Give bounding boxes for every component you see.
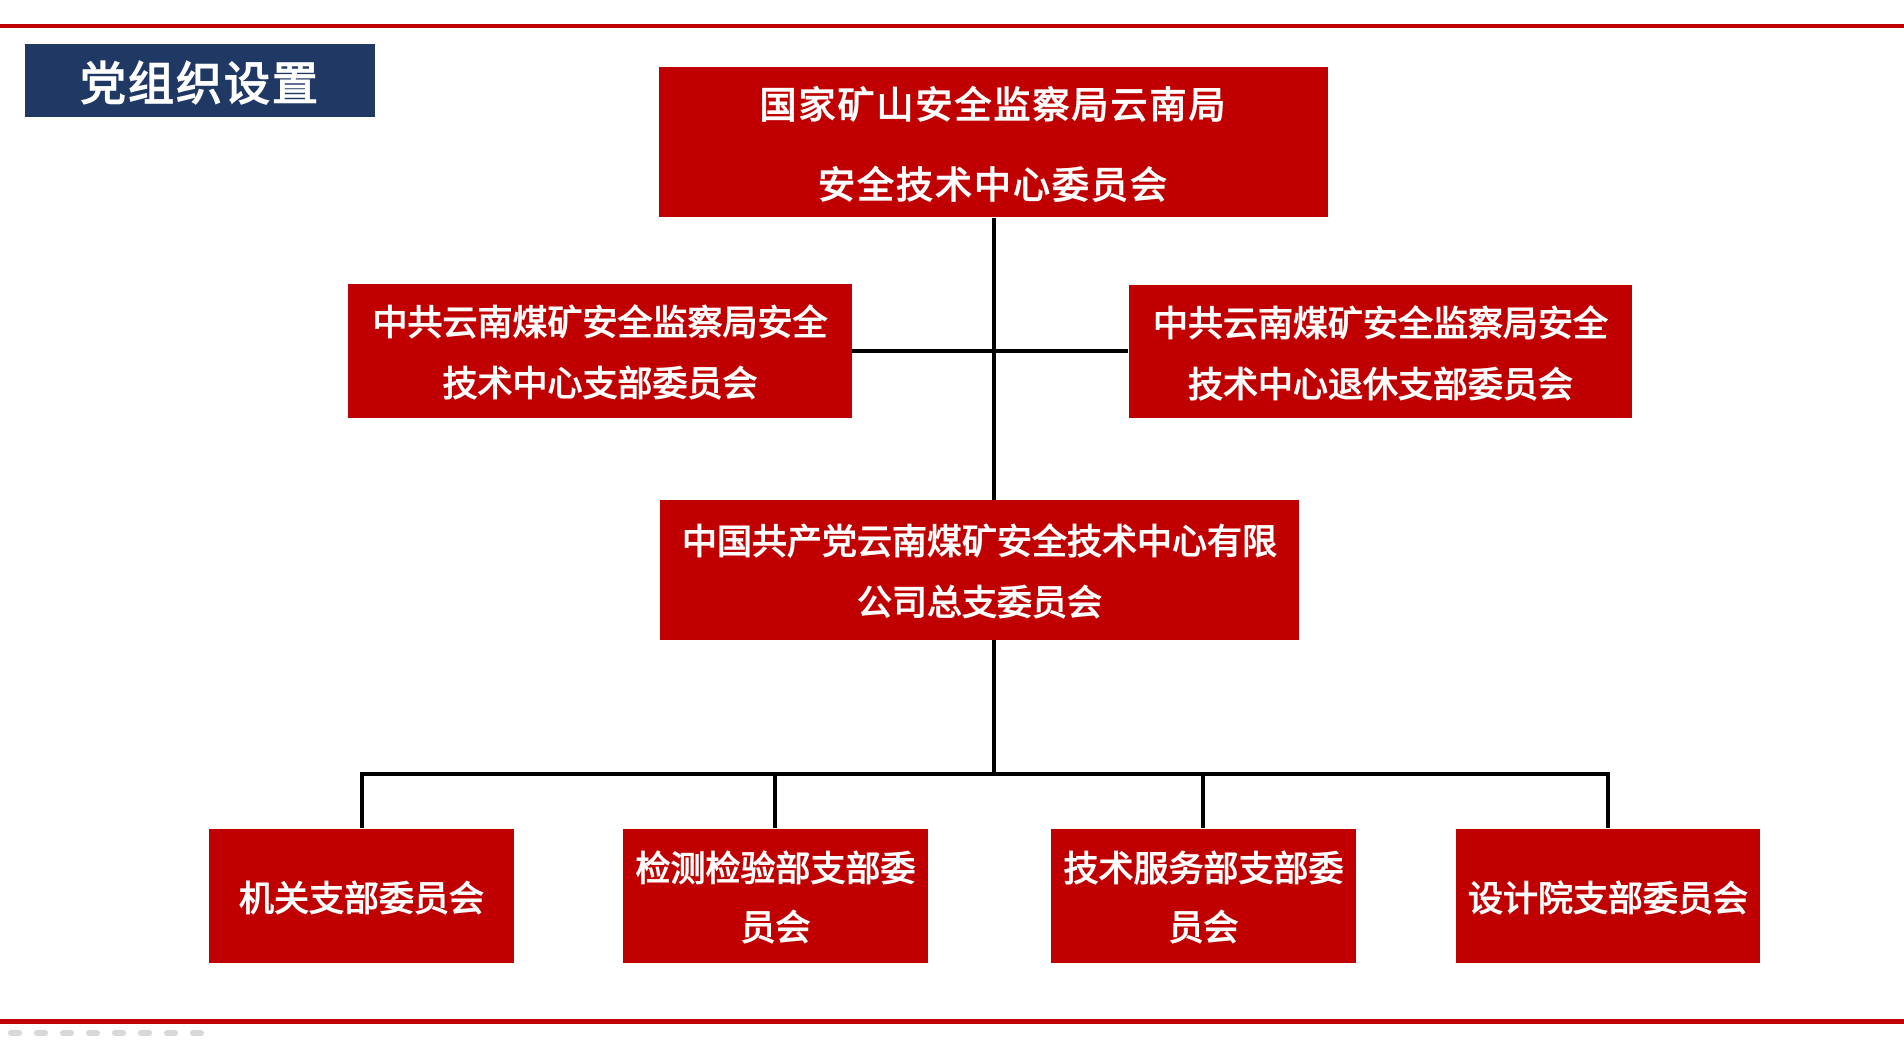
org-node-child-3-line1: 技术服务部支部委 xyxy=(1063,849,1344,890)
org-node-child-2-line2: 员会 xyxy=(740,908,811,949)
org-node-general-branch-line1: 中国共产党云南煤矿安全技术中心有限 xyxy=(681,522,1277,563)
footer-mark xyxy=(138,1030,152,1036)
top-rule xyxy=(0,24,1904,28)
section-title: 党组织设置 xyxy=(80,56,320,111)
footer-mark xyxy=(34,1030,48,1036)
footer-mark xyxy=(86,1030,100,1036)
org-node-branch-left-line2: 技术中心支部委员会 xyxy=(442,364,758,405)
footer-mark xyxy=(112,1030,126,1036)
org-node-child-3: 技术服务部支部委 员会 xyxy=(1051,829,1356,963)
org-node-child-2-line1: 检测检验部支部委 xyxy=(635,849,916,890)
org-node-branch-left-line1: 中共云南煤矿安全监察局安全 xyxy=(372,303,828,344)
connector-child-3 xyxy=(1201,772,1205,828)
footer-marks xyxy=(8,1030,204,1036)
org-node-child-1-line1: 机关支部委员会 xyxy=(238,878,484,920)
section-title-badge: 党组织设置 xyxy=(25,44,375,117)
org-node-general-branch-line2: 公司总支委员会 xyxy=(856,583,1102,624)
footer-mark xyxy=(164,1030,178,1036)
connector-child-2 xyxy=(773,772,777,828)
org-node-root-line1: 国家矿山安全监察局云南局 xyxy=(759,83,1228,127)
connector-children-bar xyxy=(360,772,1610,776)
footer-mark xyxy=(8,1030,22,1036)
footer-mark xyxy=(190,1030,204,1036)
org-node-general-branch: 中国共产党云南煤矿安全技术中心有限 公司总支委员会 xyxy=(660,500,1299,640)
bottom-rule xyxy=(0,1019,1904,1024)
connector-trunk-lower xyxy=(992,640,996,774)
org-node-root-line2: 安全技术中心委员会 xyxy=(818,163,1169,207)
org-node-child-1: 机关支部委员会 xyxy=(209,829,514,963)
footer-mark xyxy=(60,1030,74,1036)
org-node-child-4: 设计院支部委员会 xyxy=(1456,829,1760,963)
org-node-branch-left: 中共云南煤矿安全监察局安全 技术中心支部委员会 xyxy=(348,284,852,418)
org-node-child-3-line2: 员会 xyxy=(1168,908,1239,949)
connector-trunk-upper xyxy=(992,218,996,500)
org-node-branch-right: 中共云南煤矿安全监察局安全 技术中心退休支部委员会 xyxy=(1129,285,1632,418)
org-node-branch-right-line2: 技术中心退休支部委员会 xyxy=(1187,364,1573,406)
org-node-branch-right-line1: 中共云南煤矿安全监察局安全 xyxy=(1152,303,1608,345)
connector-side-branches xyxy=(852,349,1128,353)
org-node-child-2: 检测检验部支部委 员会 xyxy=(623,829,928,963)
connector-child-1 xyxy=(360,772,364,828)
org-node-child-4-line1: 设计院支部委员会 xyxy=(1467,878,1748,920)
connector-child-4 xyxy=(1606,772,1610,828)
org-node-root: 国家矿山安全监察局云南局 安全技术中心委员会 xyxy=(659,67,1328,217)
